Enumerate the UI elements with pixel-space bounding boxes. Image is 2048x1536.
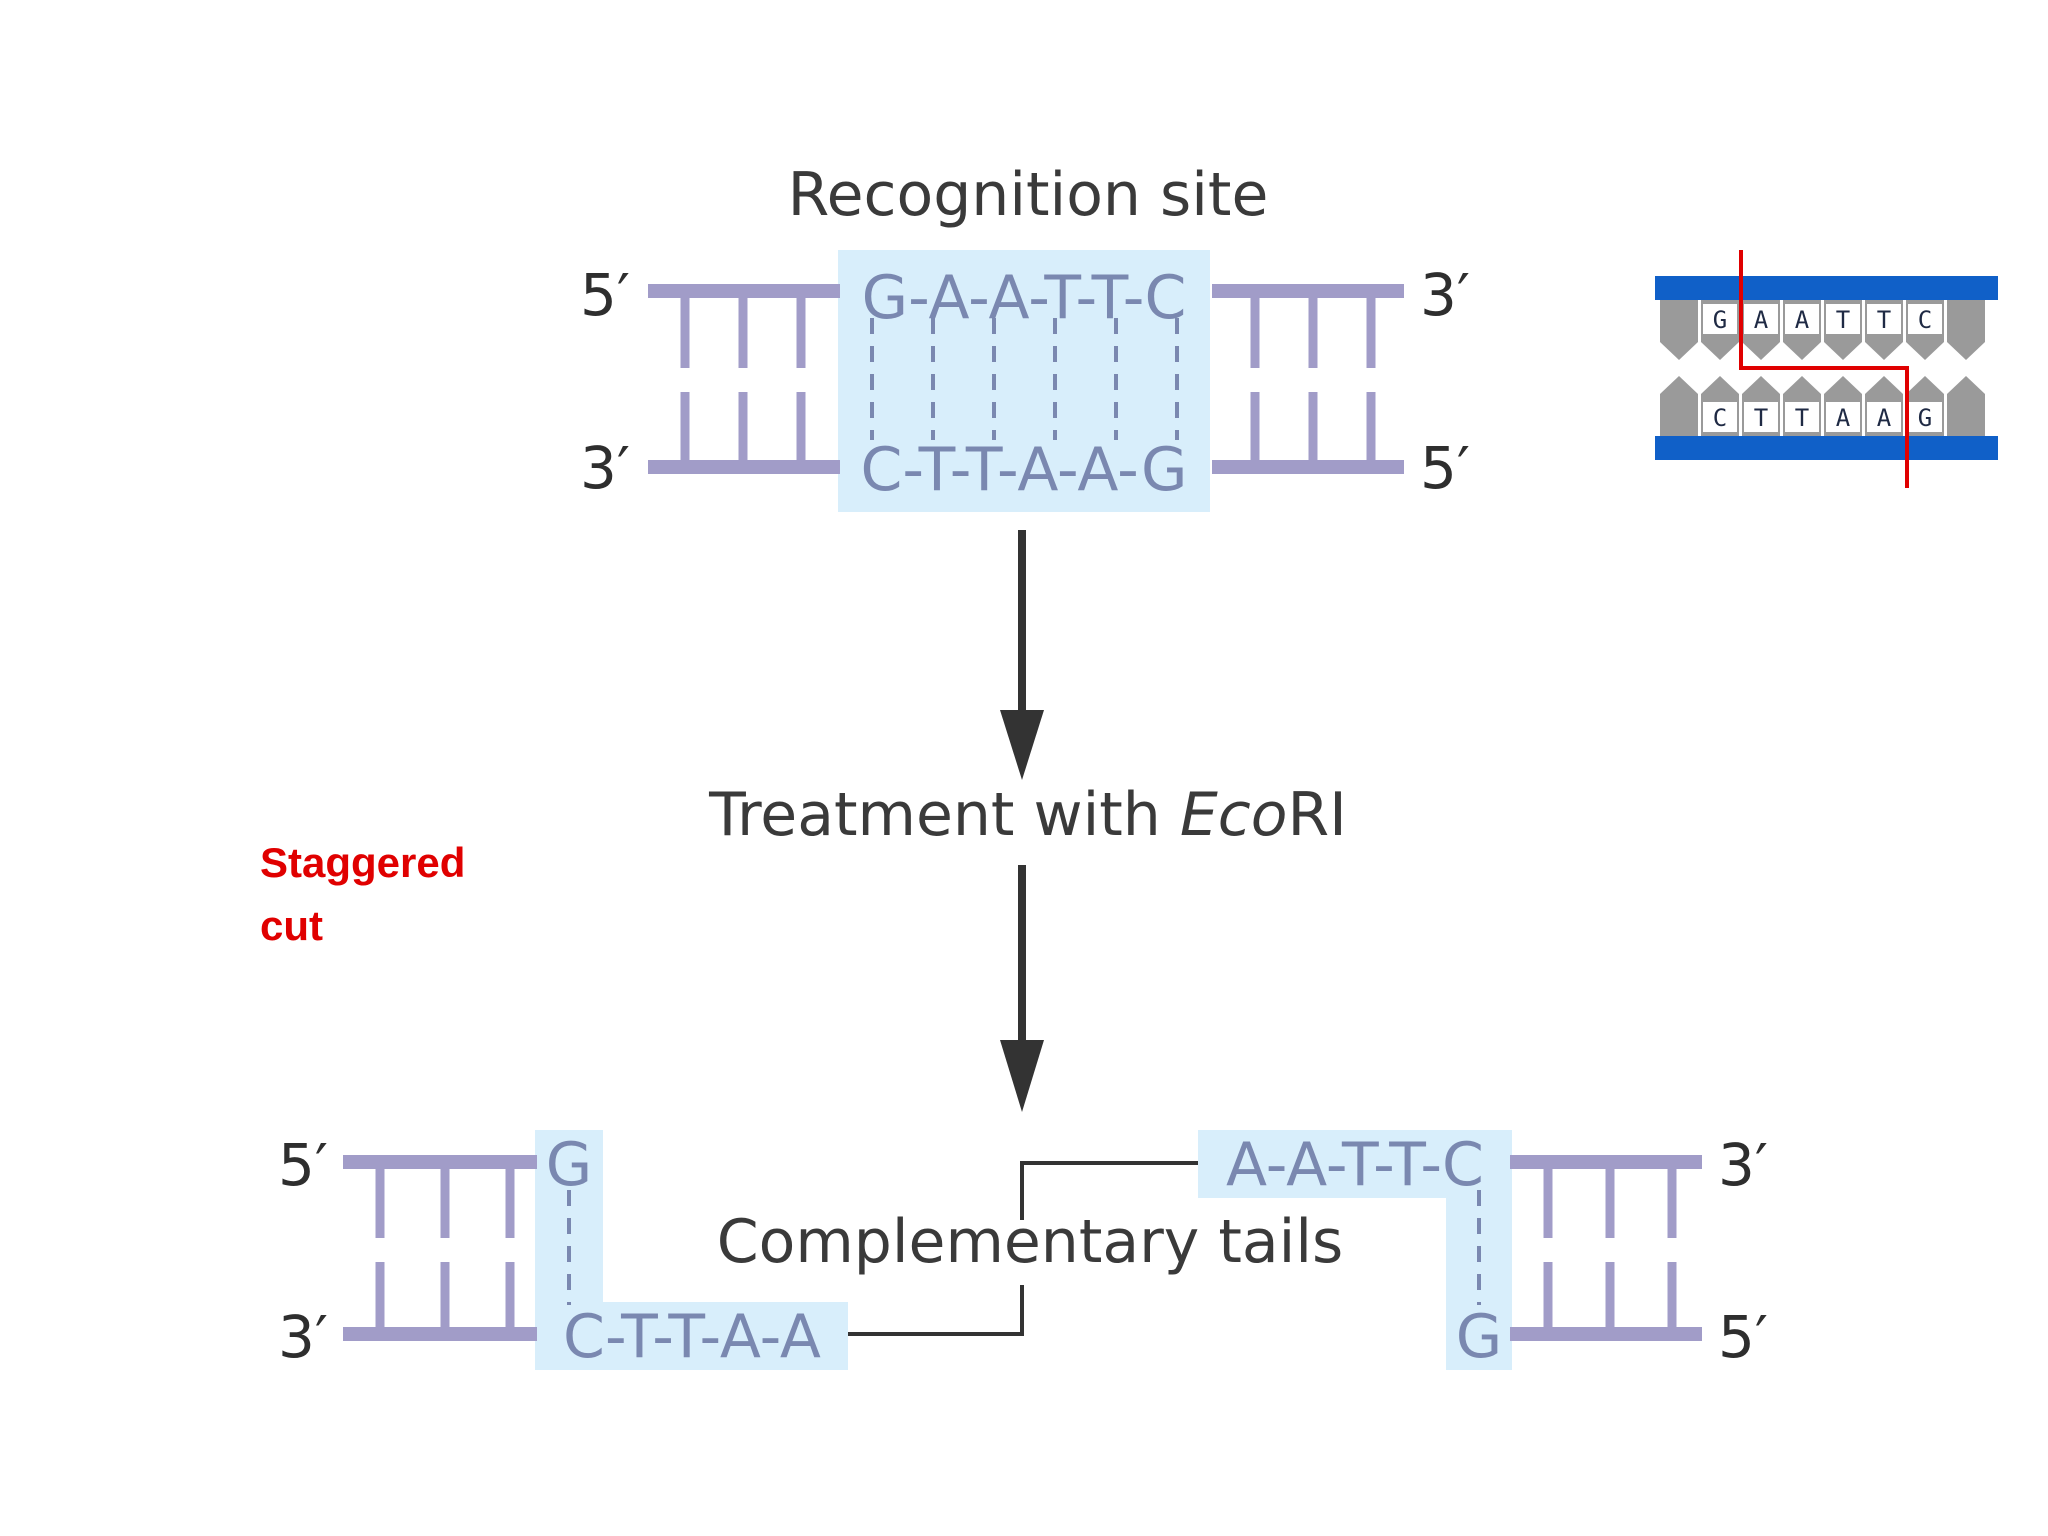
top-strand-left — [648, 284, 840, 298]
inset-letter-slots — [1703, 304, 1942, 432]
right-fragment-rungs — [1543, 1169, 1677, 1327]
bottom-strand-right — [1212, 460, 1404, 474]
left-fragment-bottom-end-label: 3′ — [278, 1303, 328, 1371]
inset-bottom-backbone — [1655, 436, 1998, 460]
top-strand-sequence: G-A-A-T-T-C — [862, 263, 1187, 333]
inset-bottom-letter-6: G — [1918, 404, 1932, 432]
right-fragment-top-strand — [1510, 1155, 1702, 1169]
top-strand-right — [1212, 284, 1404, 298]
right-fragment-top-end-label: 3′ — [1718, 1131, 1768, 1199]
inset-bottom-letter-5: A — [1877, 404, 1892, 432]
top-right-end-label: 3′ — [1420, 261, 1470, 329]
arrow-down-upper — [1000, 530, 1044, 780]
inset-cut-line — [1739, 250, 1909, 488]
bottom-strand-left — [648, 460, 840, 474]
inset-hydrogen-bonds — [1670, 360, 1975, 378]
top-left-end-label: 5′ — [580, 261, 630, 329]
left-fragment-bottom-strand — [343, 1327, 537, 1341]
staggered-cut-label-line2: cut — [260, 902, 323, 949]
bottom-strand-sequence: C-T-T-A-A-G — [861, 435, 1188, 505]
bottom-left-end-label: 3′ — [580, 434, 630, 502]
recognition-site-highlight — [838, 250, 1210, 512]
left-fragment-highlight-horizontal — [535, 1302, 848, 1370]
right-fragment-bottom-strand — [1510, 1327, 1702, 1341]
inset-top-letter-1: G — [1713, 306, 1727, 334]
inset-bottom-letter-1: C — [1713, 404, 1727, 432]
left-fragment-bottom-sequence: C-T-T-A-A — [563, 1302, 821, 1372]
right-fragment-bottom-end-label: 5′ — [1718, 1303, 1768, 1371]
right-fragment-top-sequence: A-A-T-T-C — [1226, 1130, 1484, 1200]
top-left-rungs — [680, 298, 806, 460]
inset-top-letter-5: T — [1877, 306, 1891, 334]
recognition-site-title: Recognition site — [788, 160, 1269, 230]
recognition-site-hydrogen-bonds — [870, 318, 1179, 440]
inset-bottom-letter-3: T — [1795, 404, 1809, 432]
top-right-rungs — [1250, 298, 1376, 460]
inset-top-letter-4: T — [1836, 306, 1850, 334]
right-fragment-bottom-base: G — [1456, 1302, 1503, 1372]
left-fragment-top-strand — [343, 1155, 537, 1169]
bottom-right-end-label: 5′ — [1420, 434, 1470, 502]
inset-top-backbone — [1655, 276, 1998, 300]
treatment-label: Treatment with EcoRI — [708, 780, 1347, 850]
inset-top-letter-3: A — [1795, 306, 1810, 334]
complementary-tails-bracket-bottom — [848, 1285, 1024, 1336]
inset-top-letter-2: A — [1754, 306, 1769, 334]
arrow-down-lower — [1000, 865, 1044, 1112]
left-fragment-top-end-label: 5′ — [278, 1131, 328, 1199]
inset-bottom-letter-2: T — [1754, 404, 1768, 432]
complementary-tails-label: Complementary tails — [717, 1207, 1344, 1277]
ecori-cut-inset: G A A T T C C T T A A G — [1655, 250, 1998, 488]
complementary-tails-bracket-top — [1020, 1161, 1198, 1220]
inset-bottom-letter-4: A — [1836, 404, 1851, 432]
inset-top-letter-6: C — [1918, 306, 1932, 334]
staggered-cut-label-line1: Staggered — [260, 839, 465, 886]
left-fragment-top-base: G — [546, 1130, 593, 1200]
left-fragment-rungs — [375, 1169, 515, 1327]
